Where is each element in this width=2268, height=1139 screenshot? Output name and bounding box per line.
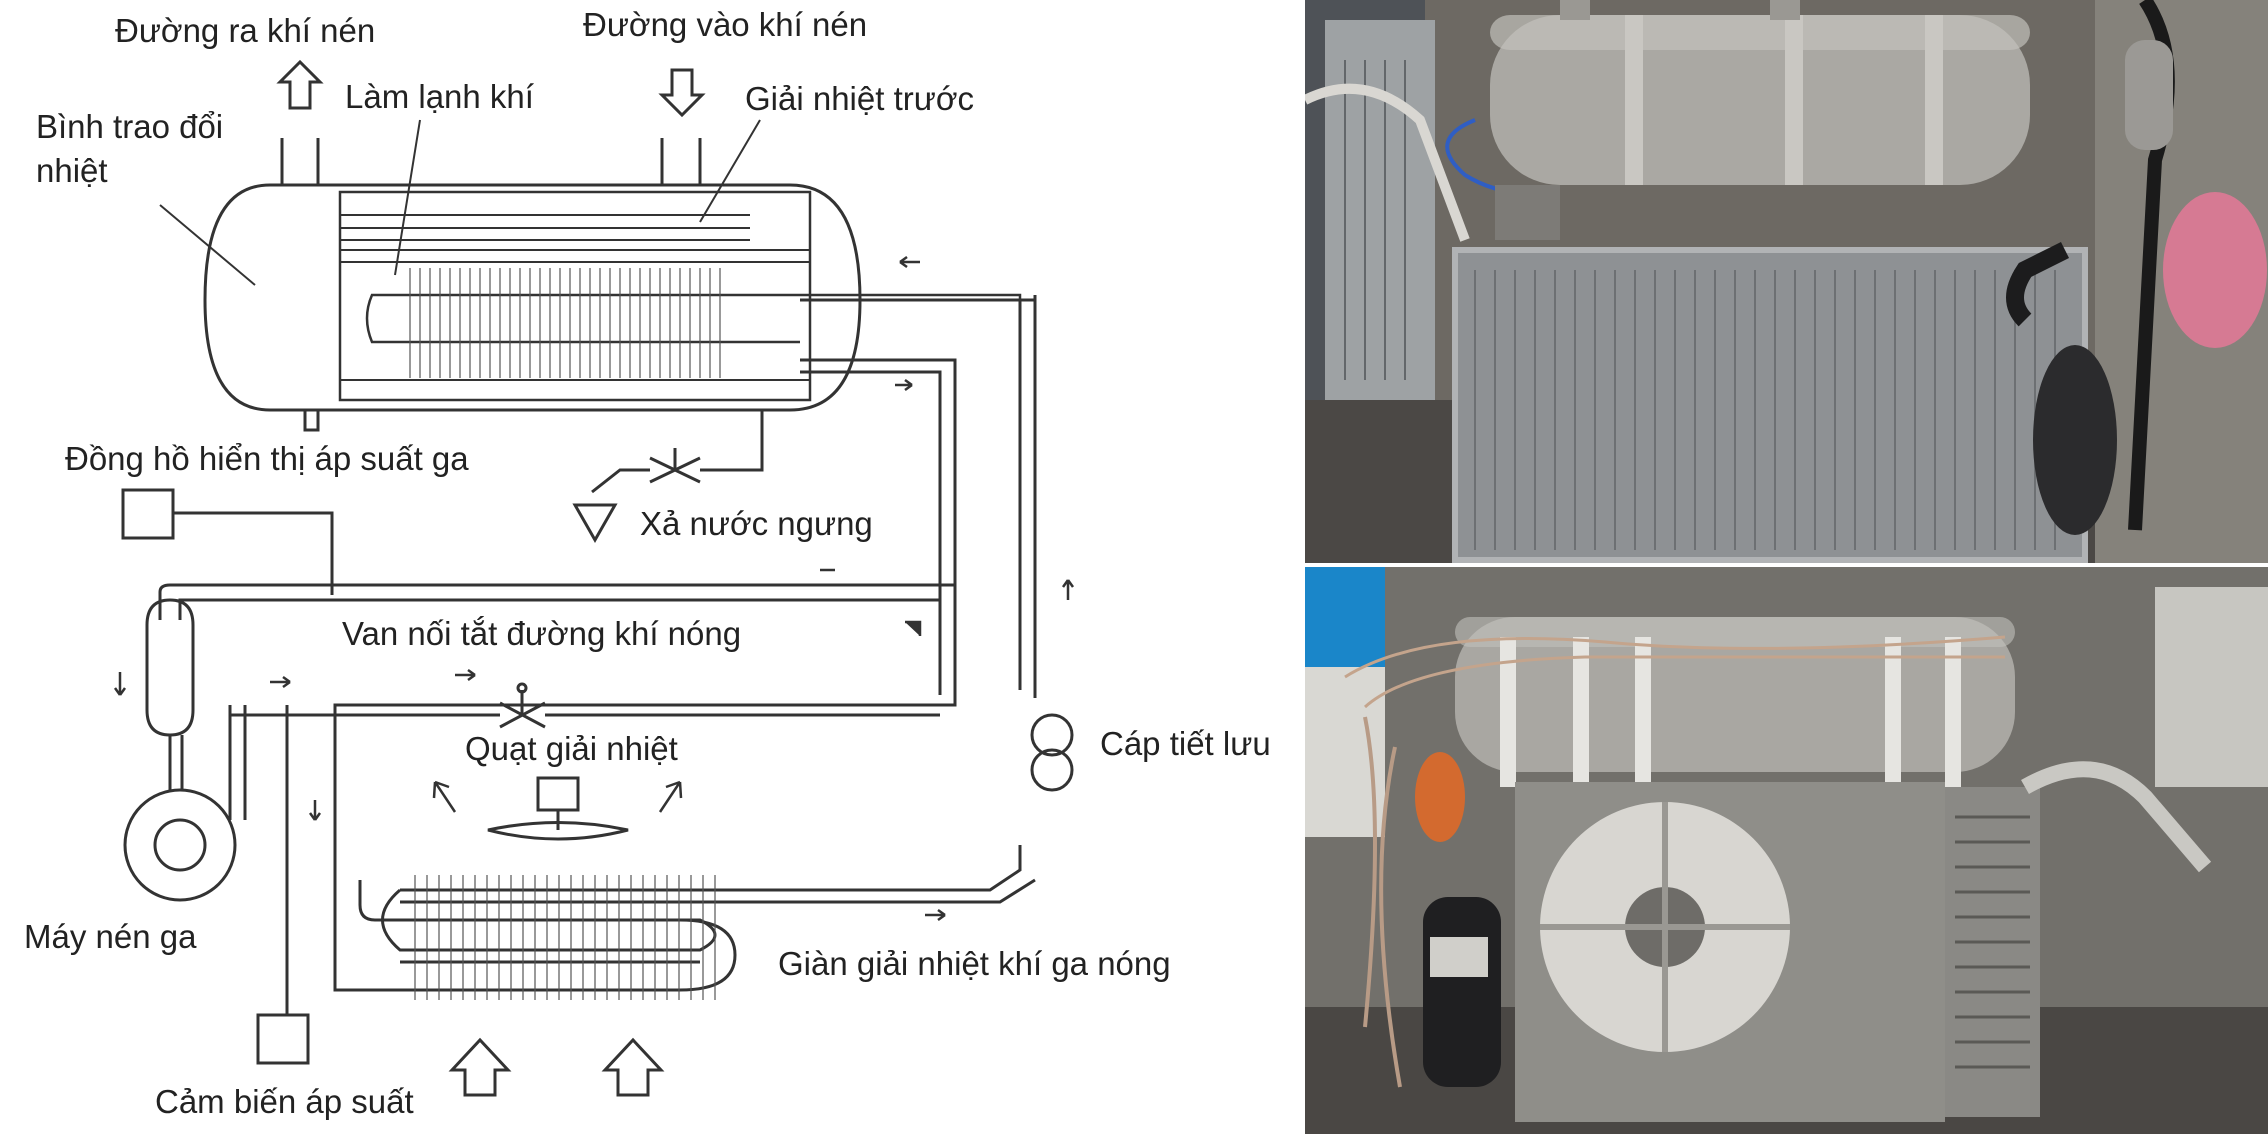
bypass-line [158, 583, 955, 620]
condenser-radiator [1455, 250, 2085, 560]
capillary-coil-lower [1030, 748, 1074, 792]
outlet-label: Đường ra khí nén [115, 12, 376, 49]
condenser-coil [381, 888, 717, 952]
condenser-label: Giàn giải nhiệt khí ga nóng [778, 945, 1171, 982]
compressor-circle [123, 788, 237, 902]
precooling-label: Giải nhiệt trước [745, 80, 974, 117]
drain-trap [572, 503, 618, 544]
fan-label: Quạt giải nhiệt [465, 730, 678, 767]
refrigerated-air-dryer-diagram: Đường ra khí nén Đường vào khí nén Làm l… [24, 6, 1271, 1120]
dryer-photo-top-drawing [1305, 0, 2268, 563]
pressure-sensor-box [256, 1013, 310, 1065]
capillary-label: Cáp tiết lưu [1100, 725, 1271, 762]
outlet-arrow [276, 59, 324, 110]
heat-exchanger-label: Bình trao đổi [36, 108, 224, 145]
compressor-photo-bottom [1423, 897, 1501, 1087]
capillary-coil-upper [1030, 713, 1074, 757]
fan-blade [487, 821, 629, 841]
gauge-label: Đồng hồ hiển thị áp suất ga [65, 440, 469, 477]
fan-motor [536, 776, 580, 812]
compressor-label: Máy nén ga [24, 918, 197, 955]
accumulator [145, 598, 195, 737]
dryer-photo-bottom-drawing [1305, 567, 2268, 1134]
airflow-arrow-right [601, 1037, 665, 1097]
outlet-nozzle [280, 138, 320, 185]
dryer-photo-top [1305, 0, 2268, 563]
drain-label: Xả nước ngưng [640, 505, 873, 542]
air-cooling-label: Làm lạnh khí [345, 78, 534, 115]
gauge-box [121, 488, 175, 540]
pressure-sensor-label: Cảm biến áp suất [155, 1083, 414, 1120]
inlet-arrow [658, 68, 706, 118]
dryer-photo-bottom [1305, 567, 2268, 1134]
heat-exchanger-label-line2: nhiệt [36, 152, 108, 189]
heat-exchanger-vessel [203, 183, 862, 412]
photo-divider [1305, 563, 2268, 567]
bypass-valve-label: Van nối tắt đường khí nóng [342, 615, 742, 652]
inlet-nozzle [660, 138, 702, 185]
compressor-photo [2033, 345, 2117, 535]
airflow-arrow-left [448, 1037, 512, 1097]
diagram-drawing [113, 59, 1075, 1097]
inlet-label: Đường vào khí nén [583, 6, 868, 43]
